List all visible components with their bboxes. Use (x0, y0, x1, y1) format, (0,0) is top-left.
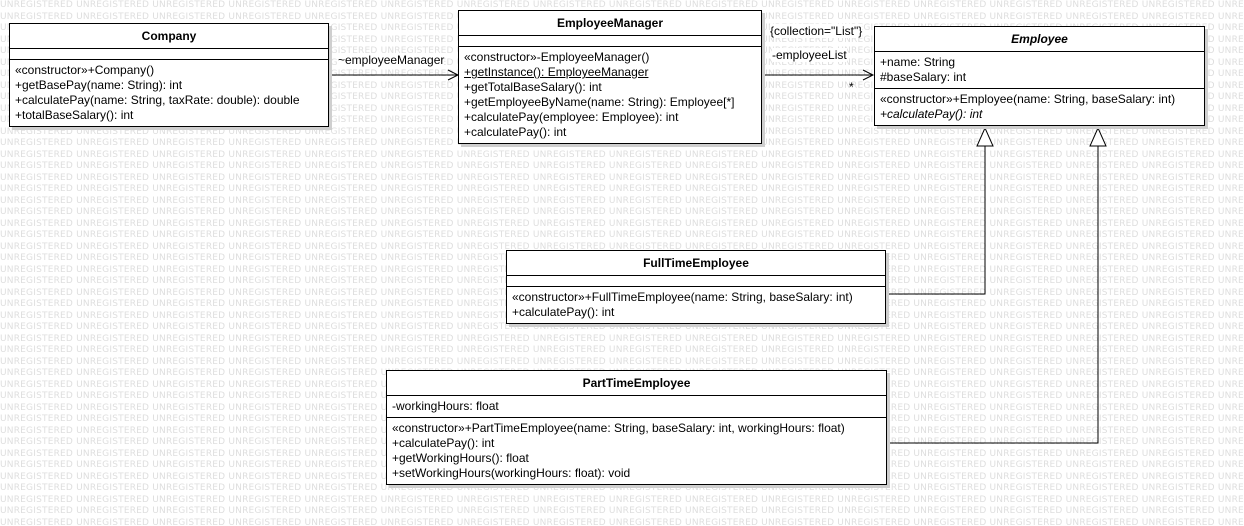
operation: +calculatePay(): int (464, 125, 567, 139)
operations-compartment: «constructor»+Employee(name: String, bas… (875, 89, 1204, 125)
operation: «constructor»+Company() (15, 63, 155, 77)
operations-compartment: «constructor»+Company() +getBasePay(name… (10, 60, 328, 126)
association-manager-employee-arrowhead (862, 69, 875, 81)
attributes-compartment: +name: String #baseSalary: int (875, 52, 1204, 89)
operation: +getBasePay(name: String): int (15, 78, 183, 92)
operation: «constructor»-EmployeeManager() (464, 50, 650, 64)
attribute: +name: String (880, 55, 956, 69)
generalization-parttime-triangle (1089, 126, 1107, 147)
class-name: Employee (875, 27, 1204, 52)
operations-compartment: «constructor»+FullTimeEmployee(name: Str… (507, 287, 885, 323)
operation: «constructor»+FullTimeEmployee(name: Str… (512, 290, 853, 304)
operation: +getEmployeeByName(name: String): Employ… (464, 95, 735, 109)
class-company[interactable]: Company «constructor»+Company() +getBase… (9, 23, 329, 127)
class-part-time-employee[interactable]: PartTimeEmployee -workingHours: float «c… (386, 370, 887, 485)
operation: +setWorkingHours(workingHours: float): v… (392, 466, 631, 480)
multiplicity-label: * (849, 80, 854, 94)
employee-list-role-label: -employeeList (772, 48, 847, 62)
attributes-compartment (10, 49, 328, 60)
operation: +calculatePay(employee: Employee): int (464, 110, 679, 124)
operations-compartment: «constructor»+PartTimeEmployee(name: Str… (387, 418, 886, 484)
collection-constraint-label: {collection="List"} (770, 24, 863, 38)
operation: +getWorkingHours(): float (392, 451, 529, 465)
generalization-fulltime-line (885, 146, 986, 295)
operations-compartment: «constructor»-EmployeeManager() +getInst… (459, 47, 761, 143)
operation: +getTotalBaseSalary(): int (464, 80, 602, 94)
generalization-parttime-line (886, 146, 1099, 444)
attribute: -workingHours: float (392, 399, 499, 413)
attributes-compartment: -workingHours: float (387, 396, 886, 418)
class-full-time-employee[interactable]: FullTimeEmployee «constructor»+FullTimeE… (506, 250, 886, 324)
class-employee[interactable]: Employee +name: String #baseSalary: int … (874, 26, 1205, 126)
attributes-compartment (459, 36, 761, 47)
operation: +totalBaseSalary(): int (15, 108, 134, 122)
class-name: PartTimeEmployee (387, 371, 886, 396)
abstract-operation: +calculatePay(): int (880, 107, 983, 121)
attribute: #baseSalary: int (880, 70, 967, 84)
operation: +calculatePay(): int (392, 436, 495, 450)
employee-manager-role-label: ~employeeManager (338, 53, 445, 67)
operation: «constructor»+PartTimeEmployee(name: Str… (392, 421, 845, 435)
class-name: Company (10, 24, 328, 49)
generalization-fulltime-triangle (976, 126, 994, 147)
operation: «constructor»+Employee(name: String, bas… (880, 92, 1176, 106)
static-operation: +getInstance(): EmployeeManager (464, 65, 649, 79)
operation: +calculatePay(name: String, taxRate: dou… (15, 93, 300, 107)
class-employee-manager[interactable]: EmployeeManager «constructor»-EmployeeMa… (458, 10, 762, 144)
operation: +calculatePay(): int (512, 305, 615, 319)
class-name: FullTimeEmployee (507, 251, 885, 276)
attributes-compartment (507, 276, 885, 287)
class-name: EmployeeManager (459, 11, 761, 36)
